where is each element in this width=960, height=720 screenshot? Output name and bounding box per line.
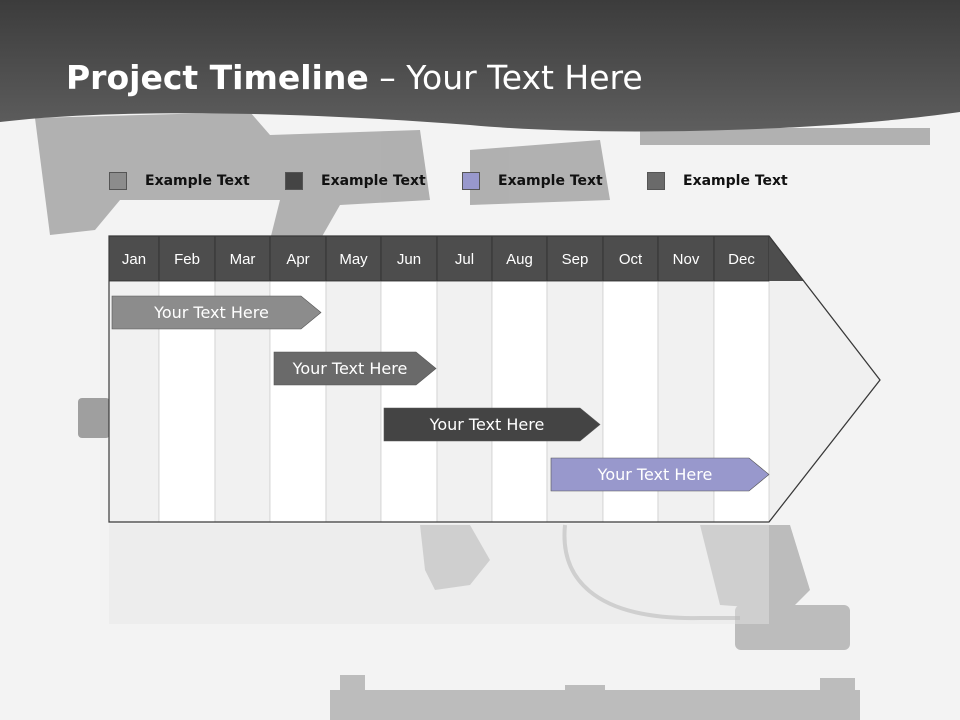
month-header-cell-jan [108,235,160,282]
legend-swatch-3 [462,172,480,190]
month-label-nov: Nov [673,251,700,268]
task-bar-2 [273,351,437,386]
legend-item-1: Example Text [109,170,250,192]
title-bold: Project Timeline [66,58,369,97]
task-bar-4 [550,457,770,492]
month-label-jun: Jun [397,251,421,268]
month-column-jul [436,280,493,523]
month-header-cell-jul [436,235,493,282]
month-label-apr: Apr [286,251,309,268]
timeline-reflection [109,524,769,624]
month-header-cell-aug [491,235,548,282]
header-band [0,0,960,132]
month-header-cell-apr [269,235,327,282]
timeline-arrow-outline [108,235,881,523]
month-header-cell-may [325,235,382,282]
month-label-mar: Mar [230,251,256,268]
month-label-jul: Jul [455,251,474,268]
legend-label-1: Example Text [145,173,250,189]
legend-label-3: Example Text [498,173,603,189]
task-bar-1 [111,295,322,330]
month-column-may [325,280,382,523]
month-header-cell-feb [158,235,216,282]
legend-item-2: Example Text [285,170,426,192]
task-label-1: Your Text Here [153,303,269,322]
task-label-2: Your Text Here [292,359,408,378]
legend-swatch-1 [109,172,127,190]
title-rest: – Your Text Here [368,58,643,97]
legend-item-4: Example Text [647,170,788,192]
month-label-feb: Feb [174,251,200,268]
month-label-sep: Sep [562,251,589,268]
month-header-cell-nov [657,235,715,282]
legend-item-3: Example Text [462,170,603,192]
month-label-aug: Aug [506,251,533,268]
month-label-dec: Dec [728,251,755,268]
month-header-cell-mar [214,235,271,282]
month-column-jun [380,280,438,523]
legend-label-4: Example Text [683,173,788,189]
month-label-may: May [339,251,368,268]
month-label-oct: Oct [619,251,643,268]
task-label-3: Your Text Here [429,415,545,434]
month-column-aug [491,280,548,523]
task-bar-3 [383,407,601,442]
legend-swatch-4 [647,172,665,190]
legend-swatch-2 [285,172,303,190]
legend-label-2: Example Text [321,173,426,189]
month-header-cell-dec [713,235,770,282]
task-label-4: Your Text Here [597,465,713,484]
page-title: Project Timeline – Your Text Here [66,58,643,97]
month-label-jan: Jan [122,251,146,268]
